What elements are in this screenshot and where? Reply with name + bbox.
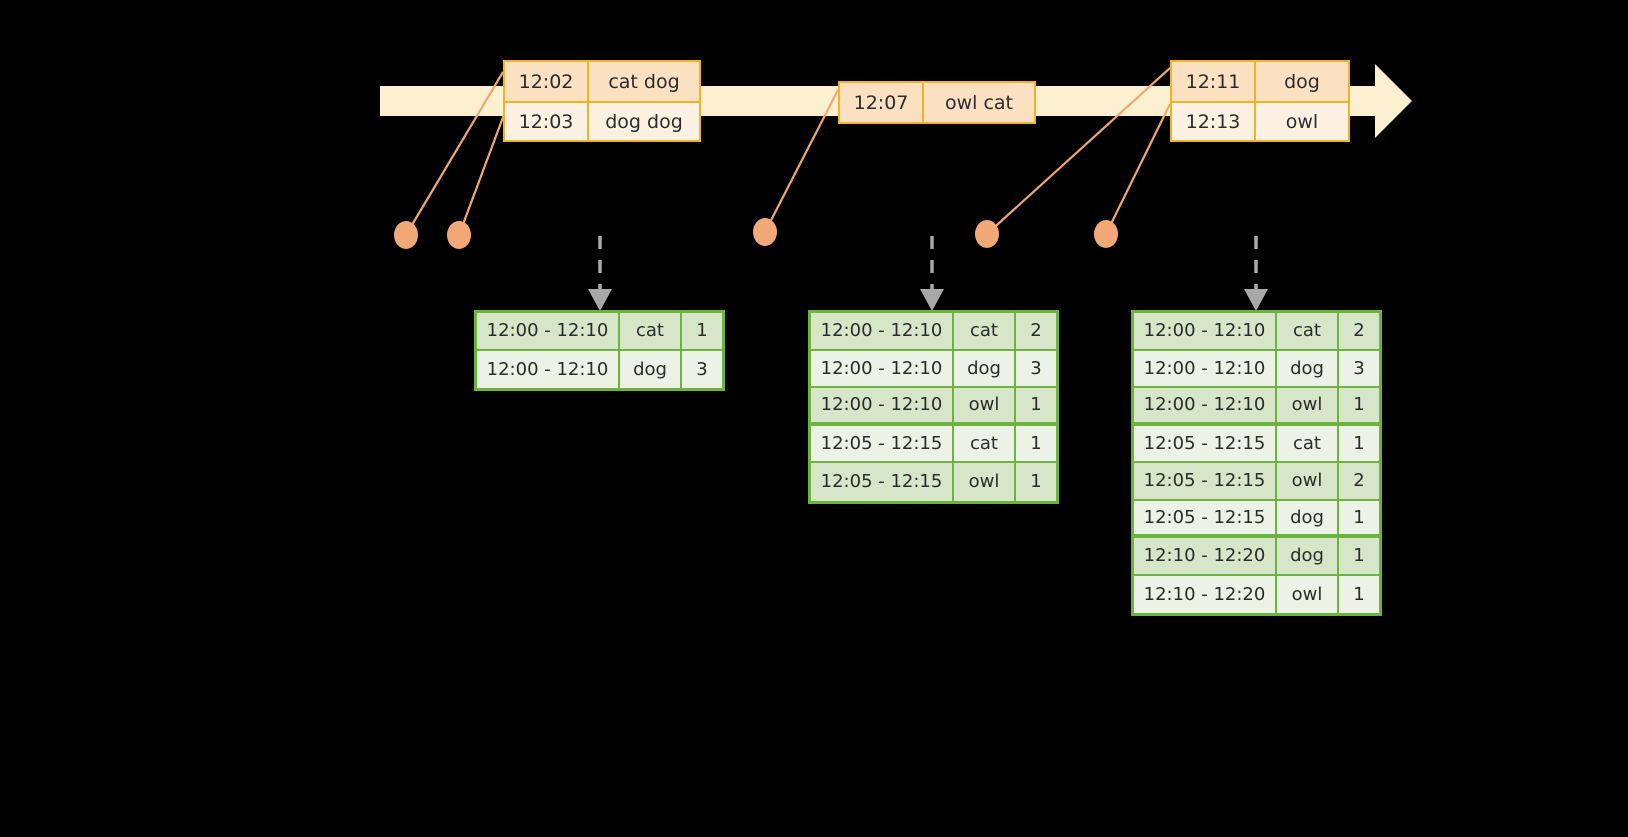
event-row: 12:11 dog <box>1172 62 1348 101</box>
cell-count: 1 <box>1016 425 1056 463</box>
cell-count: 1 <box>1339 500 1379 538</box>
cell-word: cat <box>1277 425 1339 463</box>
table-row: 12:00 - 12:10 owl 1 <box>811 388 1056 426</box>
down-arrow-head-2 <box>920 289 944 311</box>
table-row: 12:05 - 12:15 cat 1 <box>1134 425 1379 463</box>
cell-window: 12:00 - 12:10 <box>811 388 954 426</box>
pin-5 <box>1094 220 1118 248</box>
cell-window: 12:05 - 12:15 <box>811 463 954 501</box>
event-time: 12:07 <box>840 83 924 122</box>
down-arrow-head-1 <box>588 289 612 311</box>
pin-3 <box>753 218 777 246</box>
cell-count: 1 <box>1339 388 1379 426</box>
cell-word: owl <box>954 463 1016 501</box>
down-arrows <box>598 236 1258 292</box>
down-arrow-head-3 <box>1244 289 1268 311</box>
event-group-3: 12:11 dog 12:13 owl <box>1170 60 1350 142</box>
cell-word: dog <box>1277 350 1339 388</box>
cell-count: 3 <box>1339 350 1379 388</box>
event-row: 12:13 owl <box>1172 101 1348 140</box>
table-row: 12:00 - 12:10 owl 1 <box>1134 388 1379 426</box>
event-row: 12:02 cat dog <box>505 62 699 101</box>
event-words: dog <box>1256 62 1348 101</box>
cell-word: cat <box>954 425 1016 463</box>
event-row: 12:03 dog dog <box>505 101 699 140</box>
table-row: 12:05 - 12:15 owl 1 <box>811 463 1056 501</box>
cell-count: 3 <box>1016 350 1056 388</box>
table-row: 12:05 - 12:15 owl 2 <box>1134 463 1379 501</box>
cell-word: dog <box>1277 500 1339 538</box>
event-row: 12:07 owl cat <box>840 83 1034 122</box>
leader-line-1 <box>405 71 504 236</box>
cell-count: 2 <box>1339 463 1379 501</box>
cell-word: cat <box>954 313 1016 351</box>
cell-word: owl <box>1277 388 1339 426</box>
event-time: 12:02 <box>505 62 589 101</box>
cell-count: 3 <box>682 350 722 388</box>
cell-word: dog <box>620 350 682 388</box>
table-row: 12:00 - 12:10 cat 2 <box>811 313 1056 351</box>
pins <box>394 218 1118 249</box>
cell-word: cat <box>1277 313 1339 351</box>
pin-4 <box>975 220 999 248</box>
cell-count: 1 <box>1339 425 1379 463</box>
cell-window: 12:00 - 12:10 <box>811 350 954 388</box>
result-table-3: 12:00 - 12:10 cat 2 12:00 - 12:10 dog 3 … <box>1131 310 1382 616</box>
event-time: 12:03 <box>505 103 589 140</box>
cell-window: 12:10 - 12:20 <box>1134 538 1277 576</box>
cell-window: 12:05 - 12:15 <box>1134 500 1277 538</box>
cell-count: 1 <box>1016 463 1056 501</box>
cell-count: 1 <box>1339 575 1379 613</box>
pin-2 <box>447 221 471 249</box>
cell-window: 12:10 - 12:20 <box>1134 575 1277 613</box>
cell-window: 12:00 - 12:10 <box>477 313 620 351</box>
leader-line-5 <box>1105 103 1171 235</box>
result-table-1: 12:00 - 12:10 cat 1 12:00 - 12:10 dog 3 <box>474 310 725 391</box>
table-row: 12:10 - 12:20 owl 1 <box>1134 575 1379 613</box>
cell-window: 12:00 - 12:10 <box>811 313 954 351</box>
table-row: 12:00 - 12:10 cat 2 <box>1134 313 1379 351</box>
table-row: 12:00 - 12:10 dog 3 <box>811 350 1056 388</box>
event-time: 12:13 <box>1172 103 1256 140</box>
cell-window: 12:05 - 12:15 <box>1134 463 1277 501</box>
event-words: owl cat <box>924 83 1034 122</box>
table-row: 12:00 - 12:10 cat 1 <box>477 313 722 351</box>
cell-window: 12:00 - 12:10 <box>1134 388 1277 426</box>
result-table-2: 12:00 - 12:10 cat 2 12:00 - 12:10 dog 3 … <box>808 310 1059 504</box>
table-row: 12:10 - 12:20 dog 1 <box>1134 538 1379 576</box>
leader-line-3 <box>764 89 839 233</box>
event-words: dog dog <box>589 103 699 140</box>
cell-word: owl <box>1277 463 1339 501</box>
cell-window: 12:00 - 12:10 <box>1134 350 1277 388</box>
cell-window: 12:00 - 12:10 <box>1134 313 1277 351</box>
event-time: 12:11 <box>1172 62 1256 101</box>
cell-word: dog <box>954 350 1016 388</box>
cell-count: 2 <box>1339 313 1379 351</box>
event-group-2: 12:07 owl cat <box>838 81 1036 124</box>
cell-count: 1 <box>682 313 722 351</box>
event-group-1: 12:02 cat dog 12:03 dog dog <box>503 60 701 142</box>
cell-word: cat <box>620 313 682 351</box>
table-row: 12:00 - 12:10 dog 3 <box>477 350 722 388</box>
event-words: cat dog <box>589 62 699 101</box>
cell-window: 12:00 - 12:10 <box>477 350 620 388</box>
cell-word: dog <box>1277 538 1339 576</box>
cell-count: 1 <box>1016 388 1056 426</box>
cell-count: 2 <box>1016 313 1056 351</box>
leader-line-2 <box>457 111 507 236</box>
down-arrow-heads <box>588 289 1268 311</box>
cell-window: 12:05 - 12:15 <box>1134 425 1277 463</box>
cell-word: owl <box>954 388 1016 426</box>
cell-word: owl <box>1277 575 1339 613</box>
table-row: 12:00 - 12:10 dog 3 <box>1134 350 1379 388</box>
table-row: 12:05 - 12:15 cat 1 <box>811 425 1056 463</box>
cell-window: 12:05 - 12:15 <box>811 425 954 463</box>
cell-count: 1 <box>1339 538 1379 576</box>
table-row: 12:05 - 12:15 dog 1 <box>1134 500 1379 538</box>
event-words: owl <box>1256 103 1348 140</box>
pin-1 <box>394 221 418 249</box>
